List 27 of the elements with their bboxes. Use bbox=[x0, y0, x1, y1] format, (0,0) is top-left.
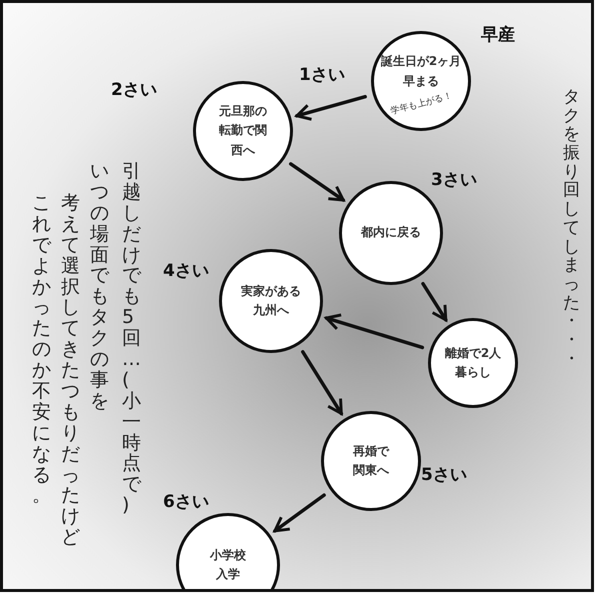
event-text: 離婚で2人暮らし bbox=[444, 344, 502, 381]
age-label: 1さい bbox=[299, 64, 345, 86]
age-label: 早産 bbox=[481, 24, 515, 46]
event-text: 実家がある九州へ bbox=[240, 282, 302, 319]
narration-text: これでよかったのか不安になる。 bbox=[32, 193, 51, 506]
arrow bbox=[301, 350, 344, 416]
age-label: 5さい bbox=[421, 464, 467, 486]
event-text: 再婚で関東へ bbox=[352, 442, 390, 479]
event-text: 都内に戻る bbox=[360, 224, 422, 242]
note-text: 学年も上がる！ bbox=[388, 90, 454, 118]
arrow bbox=[273, 493, 326, 533]
narration-text: 考えて選択してきたつもりだったけど bbox=[61, 193, 80, 548]
arrow bbox=[421, 282, 448, 322]
narration-text: タクを振り回してしまった・・・ bbox=[563, 88, 580, 368]
narration-text: いつの場面でもタクの事を bbox=[90, 161, 109, 412]
age-label: 3さい bbox=[431, 169, 477, 191]
age-label: 2さい bbox=[111, 79, 157, 101]
event-text: 誕生日が2ヶ月早まる bbox=[380, 53, 462, 90]
event-text: 元旦那の転勤で関西へ bbox=[218, 103, 268, 159]
arrow bbox=[324, 313, 424, 350]
event-text: 小学校入学 bbox=[208, 546, 247, 583]
age-label: 4さい bbox=[163, 260, 209, 282]
age-label: 6さい bbox=[163, 491, 209, 513]
arrow bbox=[295, 94, 367, 121]
arrow bbox=[289, 162, 345, 202]
narration-text: 引越しだけでも5回…(小一時点で) bbox=[122, 161, 141, 516]
event-circle bbox=[176, 513, 280, 589]
